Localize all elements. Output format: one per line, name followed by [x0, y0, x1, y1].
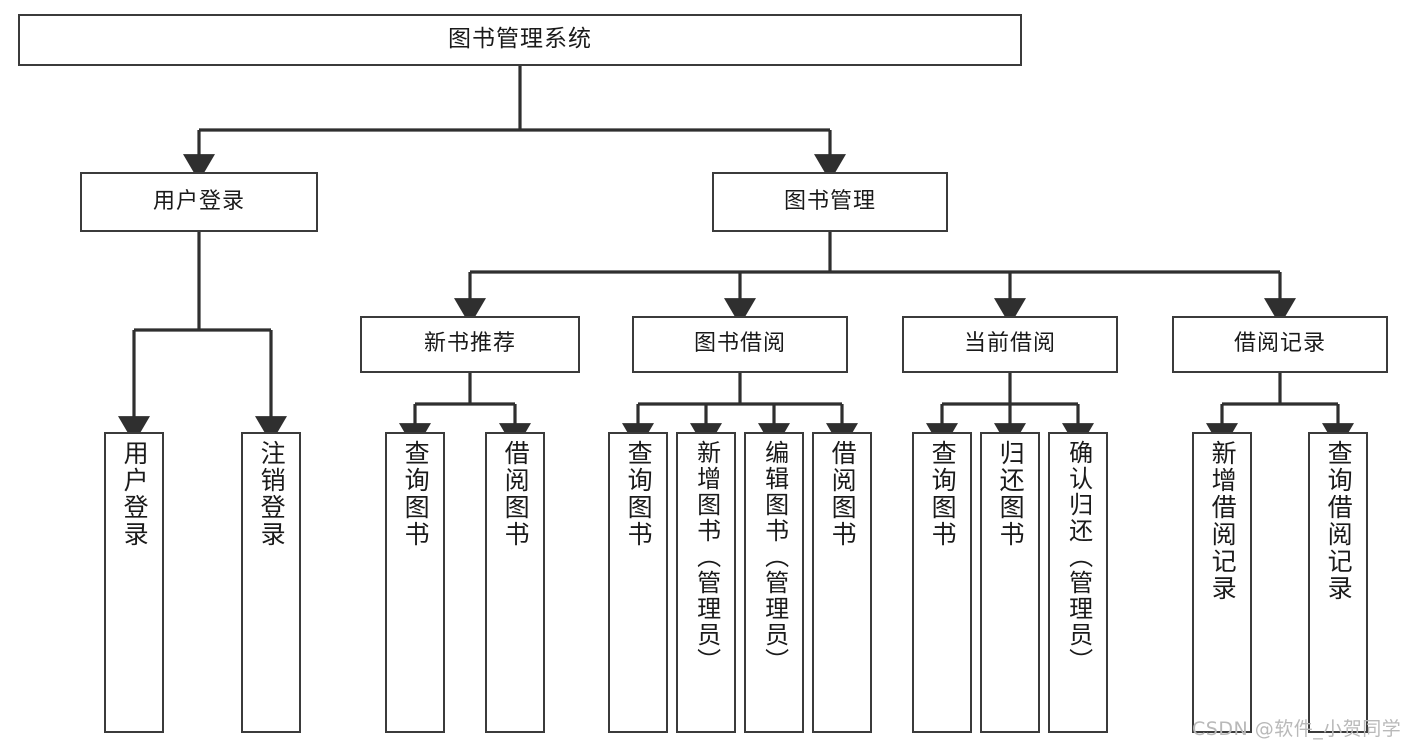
leaf-add-record-label: 新增借阅记录: [1208, 440, 1238, 602]
leaf-edit-book-label: 编辑图书（管理员）: [760, 440, 789, 674]
leaf-user-login-label: 用户登录: [120, 440, 150, 548]
leaf-confirm-return[interactable]: 确认归还（管理员）: [1048, 432, 1108, 733]
node-book-manage[interactable]: 图书管理: [712, 172, 948, 232]
watermark: CSDN @软件_小贺同学: [1192, 718, 1402, 740]
node-new-book-recommend-label: 新书推荐: [423, 331, 516, 357]
node-current-borrow-label: 当前借阅: [963, 331, 1056, 357]
leaf-query-record[interactable]: 查询借阅记录: [1308, 432, 1368, 733]
leaf-logout[interactable]: 注销登录: [241, 432, 301, 733]
leaf-logout-label: 注销登录: [257, 440, 287, 548]
leaf-add-book[interactable]: 新增图书（管理员）: [676, 432, 736, 733]
leaf-borrow-book-1-label: 借阅图书: [501, 440, 531, 548]
leaf-borrow-book-1[interactable]: 借阅图书: [485, 432, 545, 733]
node-book-borrow-label: 图书借阅: [693, 331, 786, 357]
node-root-label: 图书管理系统: [448, 26, 592, 53]
leaf-query-book-2[interactable]: 查询图书: [608, 432, 668, 733]
leaf-confirm-return-label: 确认归还（管理员）: [1064, 440, 1093, 674]
leaf-query-record-label: 查询借阅记录: [1324, 440, 1354, 602]
leaf-query-book-3[interactable]: 查询图书: [912, 432, 972, 733]
node-user-login[interactable]: 用户登录: [80, 172, 318, 232]
node-current-borrow[interactable]: 当前借阅: [902, 316, 1118, 373]
leaf-add-record[interactable]: 新增借阅记录: [1192, 432, 1252, 733]
leaf-query-book-1-label: 查询图书: [401, 440, 431, 548]
leaf-user-login[interactable]: 用户登录: [104, 432, 164, 733]
leaf-return-book[interactable]: 归还图书: [980, 432, 1040, 733]
leaf-borrow-book-2-label: 借阅图书: [828, 440, 858, 548]
node-root[interactable]: 图书管理系统: [18, 14, 1022, 66]
node-user-login-label: 用户登录: [152, 188, 245, 214]
node-borrow-record-label: 借阅记录: [1233, 331, 1326, 357]
leaf-query-book-1[interactable]: 查询图书: [385, 432, 445, 733]
leaf-add-book-label: 新增图书（管理员）: [692, 440, 721, 674]
node-new-book-recommend[interactable]: 新书推荐: [360, 316, 580, 373]
leaf-query-book-2-label: 查询图书: [624, 440, 654, 548]
leaf-edit-book[interactable]: 编辑图书（管理员）: [744, 432, 804, 733]
node-borrow-record[interactable]: 借阅记录: [1172, 316, 1388, 373]
leaf-return-book-label: 归还图书: [996, 440, 1026, 548]
node-book-borrow[interactable]: 图书借阅: [632, 316, 848, 373]
leaf-borrow-book-2[interactable]: 借阅图书: [812, 432, 872, 733]
node-book-manage-label: 图书管理: [783, 188, 876, 214]
leaf-query-book-3-label: 查询图书: [928, 440, 958, 548]
